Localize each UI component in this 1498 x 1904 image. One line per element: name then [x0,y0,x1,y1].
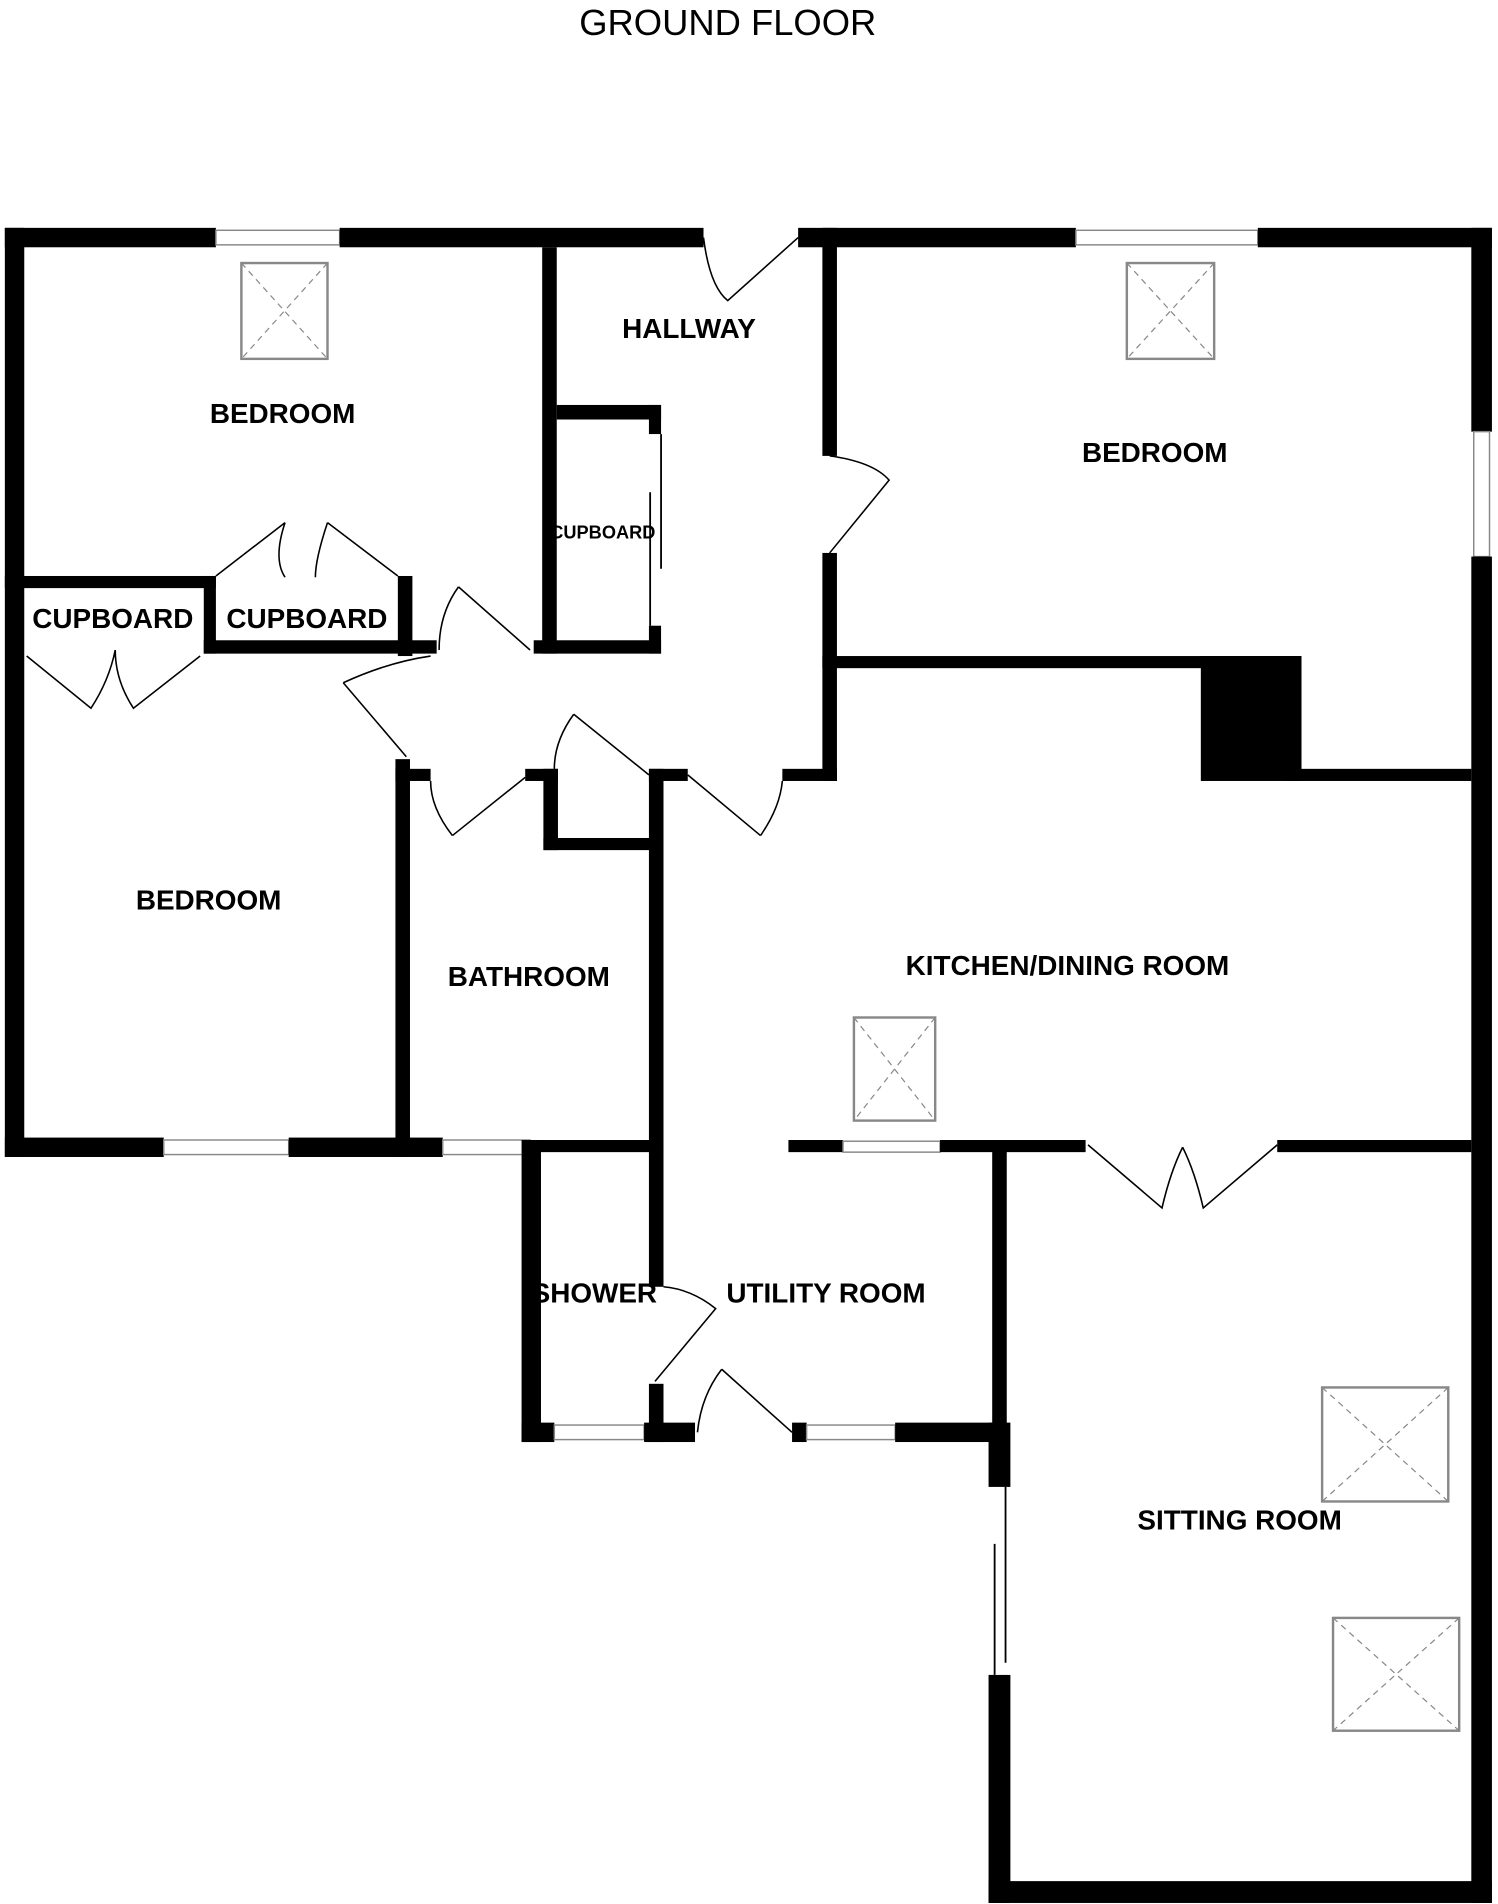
skylights [240,261,1461,1732]
room-label-bedroom: BEDROOM [1082,437,1228,468]
room-label-sitting-room: SITTING ROOM [1137,1504,1341,1535]
plan-title: GROUND FLOOR [579,2,876,43]
room-labels: BEDROOM HALLWAY CUPBOARD BEDROOM CUPBOAR… [32,313,1342,1535]
walls [4,227,1492,1903]
room-label-cupboard: CUPBOARD [226,603,387,634]
room-label-bedroom: BEDROOM [210,398,356,429]
room-label-cupboard: CUPBOARD [550,522,655,542]
room-label-utility: UTILITY ROOM [726,1278,925,1309]
room-label-bathroom: BATHROOM [448,961,610,992]
room-label-shower: SHOWER [532,1278,657,1309]
room-label-cupboard: CUPBOARD [32,603,193,634]
room-label-kitchen-dining: KITCHEN/DINING ROOM [906,950,1230,981]
room-label-hallway: HALLWAY [622,313,756,344]
doors [26,236,1278,1433]
room-label-bedroom: BEDROOM [136,885,282,916]
